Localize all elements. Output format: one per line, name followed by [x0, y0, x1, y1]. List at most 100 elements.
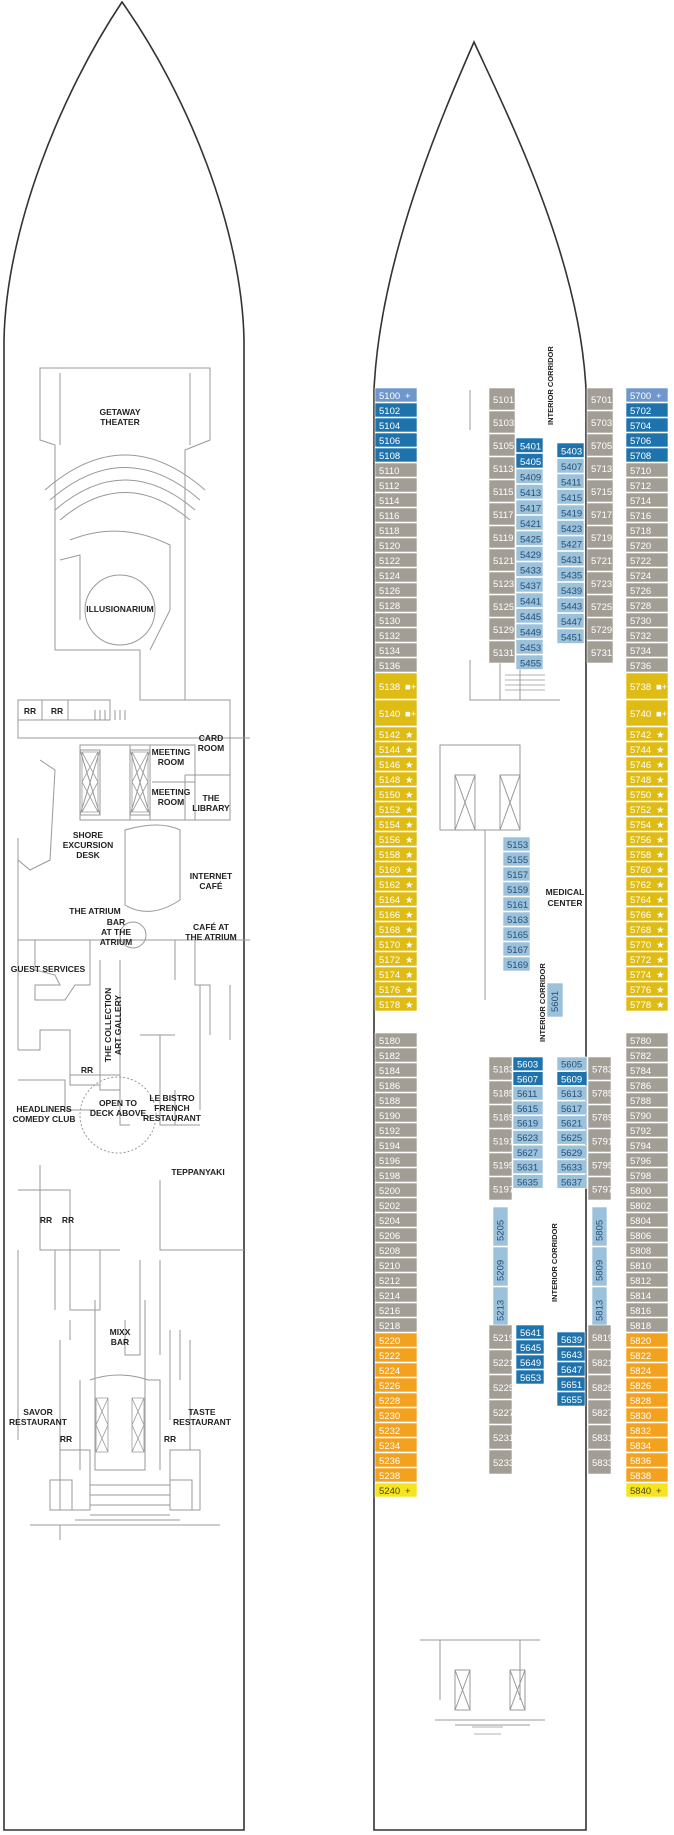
cabin-5220[interactable]: 5220 — [374, 1332, 418, 1348]
cabin-5778[interactable]: 5778★ — [625, 996, 669, 1012]
cabin-5742[interactable]: 5742★ — [625, 726, 669, 742]
cabin-5631[interactable]: 5631 — [512, 1159, 544, 1174]
cabin-5121[interactable]: 5121 — [488, 548, 516, 572]
cabin-5840[interactable]: 5840+ — [625, 1482, 669, 1498]
cabin-5730[interactable]: 5730 — [625, 612, 669, 628]
cabin-5101[interactable]: 5101 — [488, 387, 516, 411]
cabin-5806[interactable]: 5806 — [625, 1227, 669, 1243]
cabin-5794[interactable]: 5794 — [625, 1137, 669, 1153]
cabin-5828[interactable]: 5828 — [625, 1392, 669, 1408]
cabin-5142[interactable]: 5142★ — [374, 726, 418, 742]
cabin-5431[interactable]: 5431 — [556, 551, 585, 567]
cabin-5831[interactable]: 5831 — [587, 1424, 613, 1450]
cabin-5419[interactable]: 5419 — [556, 504, 585, 520]
cabin-5403[interactable]: 5403 — [556, 442, 585, 458]
cabin-5756[interactable]: 5756★ — [625, 831, 669, 847]
cabin-5140[interactable]: 5140■+ — [374, 699, 418, 727]
cabin-5814[interactable]: 5814 — [625, 1287, 669, 1303]
cabin-5104[interactable]: 5104 — [374, 417, 418, 433]
cabin-5439[interactable]: 5439 — [556, 582, 585, 598]
cabin-5421[interactable]: 5421 — [515, 515, 544, 531]
cabin-5449[interactable]: 5449 — [515, 623, 544, 639]
cabin-5713[interactable]: 5713 — [586, 456, 614, 480]
cabin-5126[interactable]: 5126 — [374, 582, 418, 598]
cabin-5113[interactable]: 5113 — [488, 456, 516, 480]
cabin-5789[interactable]: 5789 — [587, 1104, 613, 1129]
cabin-5834[interactable]: 5834 — [625, 1437, 669, 1453]
cabin-5445[interactable]: 5445 — [515, 608, 544, 624]
cabin-5130[interactable]: 5130 — [374, 612, 418, 628]
cabin-5605[interactable]: 5605 — [556, 1056, 588, 1071]
cabin-5719[interactable]: 5719 — [586, 525, 614, 549]
cabin-5621[interactable]: 5621 — [556, 1115, 588, 1130]
cabin-5822[interactable]: 5822 — [625, 1347, 669, 1363]
cabin-5726[interactable]: 5726 — [625, 582, 669, 598]
cabin-5613[interactable]: 5613 — [556, 1086, 588, 1101]
cabin-5805[interactable]: 5805 — [591, 1206, 608, 1247]
cabin-5818[interactable]: 5818 — [625, 1317, 669, 1333]
cabin-5802[interactable]: 5802 — [625, 1197, 669, 1213]
cabin-5165[interactable]: 5165 — [502, 926, 531, 942]
cabin-5152[interactable]: 5152★ — [374, 801, 418, 817]
cabin-5191[interactable]: 5191 — [488, 1128, 514, 1153]
cabin-5185[interactable]: 5185 — [488, 1080, 514, 1105]
cabin-5168[interactable]: 5168★ — [374, 921, 418, 937]
cabin-5639[interactable]: 5639 — [556, 1331, 586, 1347]
cabin-5748[interactable]: 5748★ — [625, 771, 669, 787]
cabin-5647[interactable]: 5647 — [556, 1361, 586, 1377]
cabin-5700[interactable]: 5700+ — [625, 387, 669, 403]
cabin-5649[interactable]: 5649 — [515, 1354, 545, 1370]
cabin-5186[interactable]: 5186 — [374, 1077, 418, 1093]
cabin-5760[interactable]: 5760★ — [625, 861, 669, 877]
cabin-5603[interactable]: 5603 — [512, 1056, 544, 1071]
cabin-5780[interactable]: 5780 — [625, 1032, 669, 1048]
cabin-5433[interactable]: 5433 — [515, 561, 544, 577]
cabin-5715[interactable]: 5715 — [586, 479, 614, 503]
cabin-5736[interactable]: 5736 — [625, 657, 669, 673]
cabin-5161[interactable]: 5161 — [502, 896, 531, 912]
cabin-5106[interactable]: 5106 — [374, 432, 418, 448]
cabin-5144[interactable]: 5144★ — [374, 741, 418, 757]
cabin-5617[interactable]: 5617 — [556, 1100, 588, 1116]
cabin-5716[interactable]: 5716 — [625, 507, 669, 523]
cabin-5804[interactable]: 5804 — [625, 1212, 669, 1228]
cabin-5641[interactable]: 5641 — [515, 1324, 545, 1340]
cabin-5405[interactable]: 5405 — [515, 453, 544, 469]
cabin-5119[interactable]: 5119 — [488, 525, 516, 549]
cabin-5429[interactable]: 5429 — [515, 546, 544, 562]
cabin-5722[interactable]: 5722 — [625, 552, 669, 568]
cabin-5221[interactable]: 5221 — [488, 1349, 514, 1375]
cabin-5729[interactable]: 5729 — [586, 617, 614, 641]
cabin-5785[interactable]: 5785 — [587, 1080, 613, 1105]
cabin-5764[interactable]: 5764★ — [625, 891, 669, 907]
cabin-5183[interactable]: 5183 — [488, 1056, 514, 1081]
cabin-5824[interactable]: 5824 — [625, 1362, 669, 1378]
cabin-5798[interactable]: 5798 — [625, 1167, 669, 1183]
cabin-5231[interactable]: 5231 — [488, 1424, 514, 1450]
cabin-5192[interactable]: 5192 — [374, 1122, 418, 1138]
cabin-5718[interactable]: 5718 — [625, 522, 669, 538]
cabin-5637[interactable]: 5637 — [556, 1174, 588, 1189]
cabin-5738[interactable]: 5738■+ — [625, 672, 669, 700]
cabin-5163[interactable]: 5163 — [502, 911, 531, 927]
cabin-5836[interactable]: 5836 — [625, 1452, 669, 1468]
cabin-5233[interactable]: 5233 — [488, 1449, 514, 1475]
cabin-5224[interactable]: 5224 — [374, 1362, 418, 1378]
cabin-5790[interactable]: 5790 — [625, 1107, 669, 1123]
cabin-5833[interactable]: 5833 — [587, 1449, 613, 1475]
cabin-5176[interactable]: 5176★ — [374, 981, 418, 997]
cabin-5792[interactable]: 5792 — [625, 1122, 669, 1138]
cabin-5813[interactable]: 5813 — [591, 1286, 608, 1327]
cabin-5123[interactable]: 5123 — [488, 571, 516, 595]
cabin-5124[interactable]: 5124 — [374, 567, 418, 583]
cabin-5423[interactable]: 5423 — [556, 520, 585, 536]
cabin-5209[interactable]: 5209 — [492, 1246, 509, 1287]
cabin-5156[interactable]: 5156★ — [374, 831, 418, 847]
cabin-5154[interactable]: 5154★ — [374, 816, 418, 832]
cabin-5190[interactable]: 5190 — [374, 1107, 418, 1123]
cabin-5200[interactable]: 5200 — [374, 1182, 418, 1198]
cabin-5453[interactable]: 5453 — [515, 639, 544, 655]
cabin-5810[interactable]: 5810 — [625, 1257, 669, 1273]
cabin-5148[interactable]: 5148★ — [374, 771, 418, 787]
cabin-5128[interactable]: 5128 — [374, 597, 418, 613]
